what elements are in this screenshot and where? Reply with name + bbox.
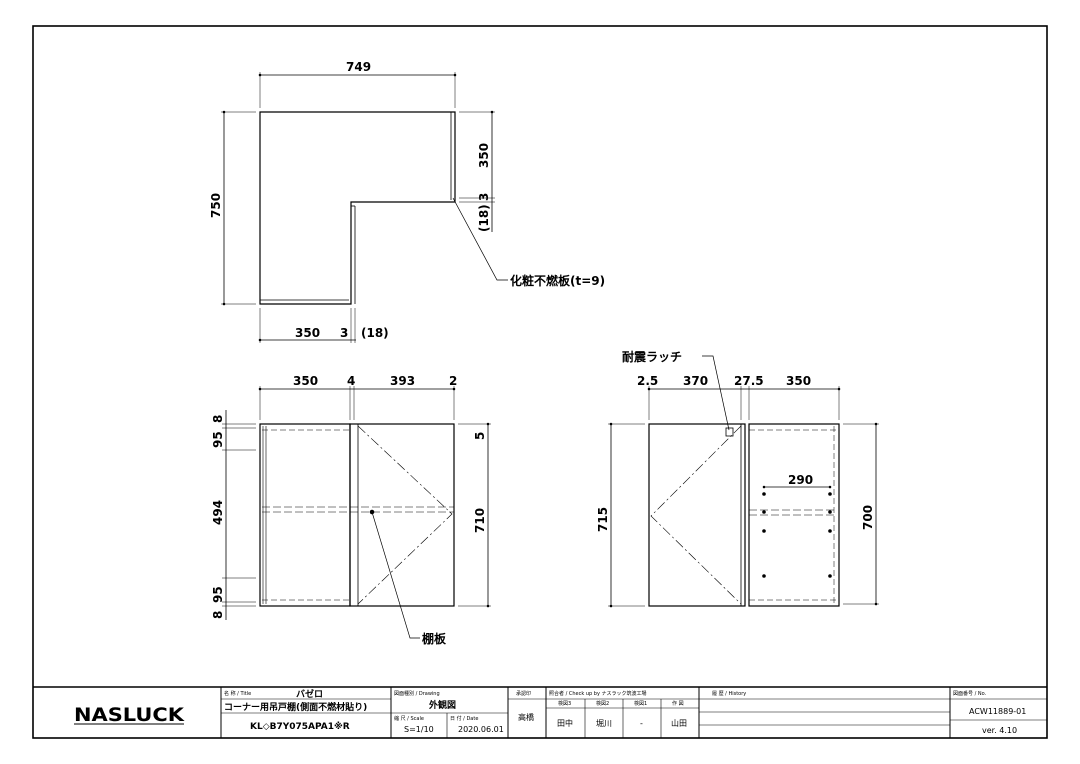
number-label: 図面番号 / No.	[953, 690, 987, 697]
drawing-number: ACW11889-01	[969, 707, 1026, 716]
front-dim-8-top: 8	[211, 415, 225, 423]
pin-hole	[762, 492, 766, 496]
front-labels: 350 4 393 2 8 95 494 95 8 5 710 棚板	[211, 374, 487, 646]
front-dim-4: 4	[347, 374, 355, 388]
dim-3-bottom: 3	[340, 326, 348, 340]
dim-18-right: (18)	[477, 204, 491, 232]
front-view	[222, 386, 491, 639]
pin-hole	[828, 574, 832, 578]
title-block-text: NASLUCK 名 称 / Title バゼロ コーナー用吊戸棚(側面不燃材貼り…	[74, 688, 1026, 735]
inside-door	[648, 423, 746, 607]
scale-label: 縮 尺 / Scale	[394, 715, 424, 722]
front-dim-5: 5	[473, 432, 487, 440]
pin-hole	[762, 574, 766, 578]
pin-hole	[828, 529, 832, 533]
check-name-4: 山田	[671, 718, 687, 728]
front-dim-710: 710	[473, 508, 487, 533]
callout-latch-label: 耐震ラッチ	[622, 349, 682, 364]
pin-hole	[828, 492, 832, 496]
pin-hole	[828, 510, 832, 514]
check-col-2: 検図2	[596, 700, 609, 707]
dim-3-right: 3	[477, 193, 491, 201]
check-col-4: 作 図	[672, 700, 684, 707]
date-value: 2020.06.01	[458, 725, 504, 734]
pin-hole	[762, 510, 766, 514]
inside-labels: 耐震ラッチ 2.5 370 27.5 350 715 700 290	[596, 349, 875, 532]
front-left-cabinet	[259, 423, 351, 607]
check-col-3: 検図1	[634, 700, 647, 707]
front-dim-95-bottom: 95	[211, 586, 225, 603]
front-dim-494: 494	[211, 500, 225, 525]
inside-dim-27-5: 27.5	[734, 374, 764, 388]
inside-dim-700: 700	[861, 505, 875, 530]
front-dim-393: 393	[390, 374, 415, 388]
callout-shelf-label: 棚板	[422, 631, 447, 646]
title-label: 名 称 / Title	[224, 690, 251, 697]
leader-latch	[702, 355, 730, 431]
date-label: 日 付 / Date	[450, 715, 478, 722]
leader-panel	[452, 197, 508, 281]
latch-block	[725, 427, 734, 437]
dim-18-bottom: (18)	[361, 326, 389, 340]
history-label: 履 歴 / History	[712, 691, 746, 697]
approver-name: 高橋	[518, 712, 534, 722]
model-code: KL◇B7Y075APA1※R	[250, 721, 350, 732]
title-block	[33, 686, 1047, 738]
title-value: バゼロ	[296, 688, 323, 700]
dim-350-bottom: 350	[295, 326, 320, 340]
scale-value: S=1/10	[404, 725, 434, 734]
check-label: 照合者 / Check up by ナスラック筑波工場	[549, 690, 647, 697]
check-name-2: 堀川	[596, 719, 612, 728]
version: ver. 4.10	[982, 726, 1017, 735]
check-name-1: 田中	[557, 718, 573, 728]
plan-outline	[259, 111, 456, 305]
check-name-3: -	[640, 719, 643, 728]
door-swing-lines	[357, 425, 453, 605]
approve-label: 承認印	[516, 690, 531, 697]
front-dim-8-bottom: 8	[211, 611, 225, 619]
plan-labels: 749 750 350 3 (18) 350 3 (18) 化粧不燃板(t=9)	[209, 60, 605, 340]
drawing-type: 外観図	[428, 699, 456, 711]
inside-dim-290: 290	[788, 473, 813, 487]
drawing-label: 図面種別 / Drawing	[394, 690, 440, 697]
inside-dim-350: 350	[786, 374, 811, 388]
front-dim-350: 350	[293, 374, 318, 388]
inside-dim-2-5: 2.5	[637, 374, 658, 388]
inside-view	[608, 355, 879, 608]
dim-749: 749	[346, 60, 371, 74]
plan-view	[221, 72, 508, 343]
inside-dim-715: 715	[596, 507, 610, 532]
inside-dim-370: 370	[683, 374, 708, 388]
callout-panel-label: 化粧不燃板(t=9)	[510, 273, 605, 288]
front-dim-2: 2	[449, 374, 457, 388]
dim-350-right: 350	[477, 143, 491, 168]
pin-hole	[762, 529, 766, 533]
shelf-marker	[369, 509, 375, 515]
leader-shelf	[371, 511, 420, 639]
dim-750: 750	[209, 193, 223, 218]
inside-swing-lines	[650, 425, 742, 605]
front-door	[349, 423, 455, 607]
product-name: コーナー用吊戸棚(側面不燃材貼り)	[224, 701, 367, 713]
check-col-1: 検図3	[558, 700, 571, 707]
sheet-border	[32, 25, 1048, 739]
front-dim-95-top: 95	[211, 431, 225, 448]
nasluck-logo: NASLUCK	[74, 704, 185, 726]
